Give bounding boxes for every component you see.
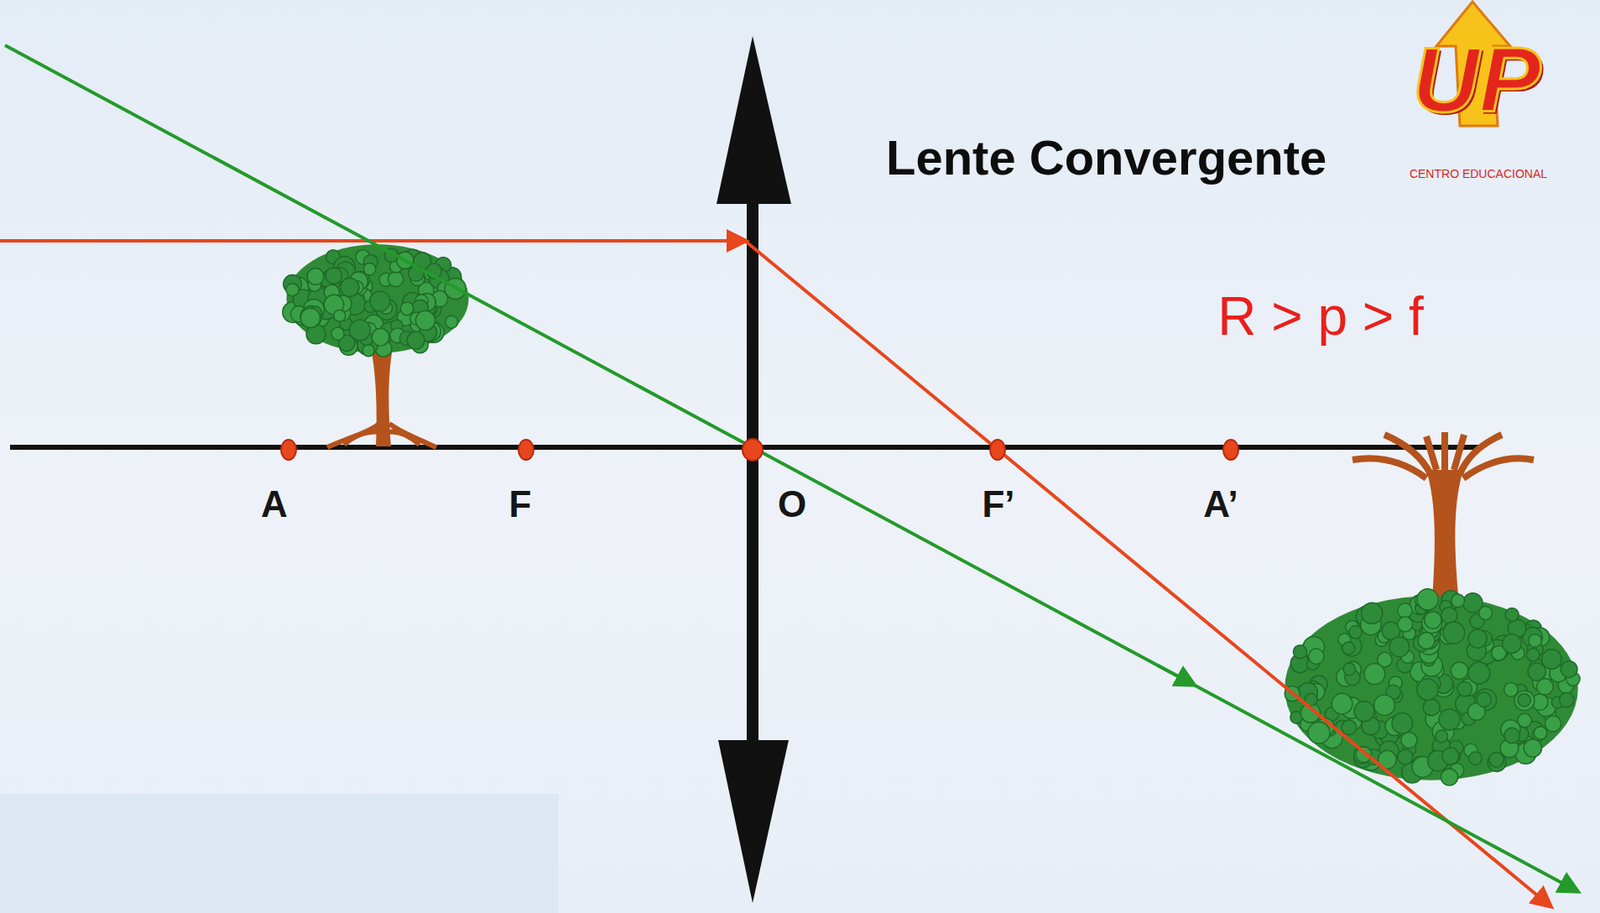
lens-symbol bbox=[716, 36, 792, 903]
axis-points bbox=[281, 438, 1239, 461]
point-label: A’ bbox=[1203, 485, 1239, 523]
point-label: F’ bbox=[981, 485, 1015, 523]
image-tree bbox=[1284, 432, 1580, 786]
title: Lente Convergente bbox=[885, 133, 1327, 183]
focal-ray bbox=[745, 240, 1551, 907]
point-label: A bbox=[260, 485, 288, 523]
condition-note: R > p > f bbox=[1217, 289, 1423, 344]
object-tree bbox=[282, 244, 470, 448]
ray-arrow bbox=[1157, 665, 1194, 685]
point-label: O bbox=[777, 485, 807, 523]
logo-text: UP bbox=[1412, 33, 1542, 126]
logo-caption: CENTRO EDUCACIONAL bbox=[1409, 167, 1548, 180]
central-ray bbox=[5, 45, 1578, 892]
panel bbox=[0, 793, 559, 913]
point-label: F bbox=[509, 485, 532, 523]
ray-arrow bbox=[721, 239, 746, 243]
